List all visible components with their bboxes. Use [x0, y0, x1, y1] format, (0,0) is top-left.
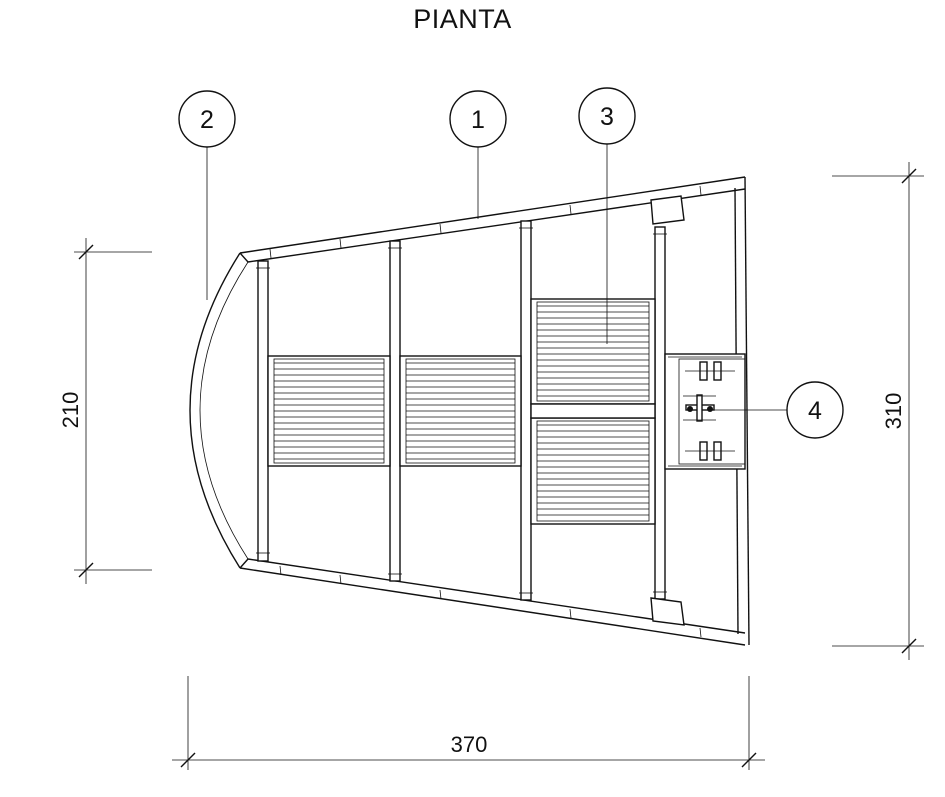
callout-label-2: 2 — [200, 106, 214, 134]
dimension-width — [172, 676, 765, 770]
drawing-title: PIANTA — [413, 4, 512, 34]
center-beam — [530, 403, 656, 419]
callout-bubble-1 — [449, 90, 507, 148]
dimension-width-label: 370 — [451, 732, 488, 757]
slatted-seat-3 — [530, 298, 656, 405]
callout-label-3: 3 — [600, 103, 614, 131]
callout-bubble-4 — [786, 381, 844, 439]
dimension-height-right — [832, 162, 924, 660]
callout-bubble-2 — [178, 90, 236, 148]
slatted-seat-4 — [530, 417, 656, 525]
slatted-seats — [267, 298, 656, 525]
callout-label-4: 4 — [808, 397, 822, 425]
callout-bubble-3 — [578, 87, 636, 145]
bottom-bracket — [650, 597, 685, 626]
callout-label-1: 1 — [471, 106, 485, 134]
top-bracket — [650, 195, 685, 225]
dimension-height-left-label: 210 — [58, 392, 83, 429]
dimension-height-left — [74, 238, 152, 584]
dimension-height-right-label: 310 — [881, 393, 906, 430]
curved-front-panel — [189, 252, 241, 569]
steel-connection — [664, 353, 746, 470]
